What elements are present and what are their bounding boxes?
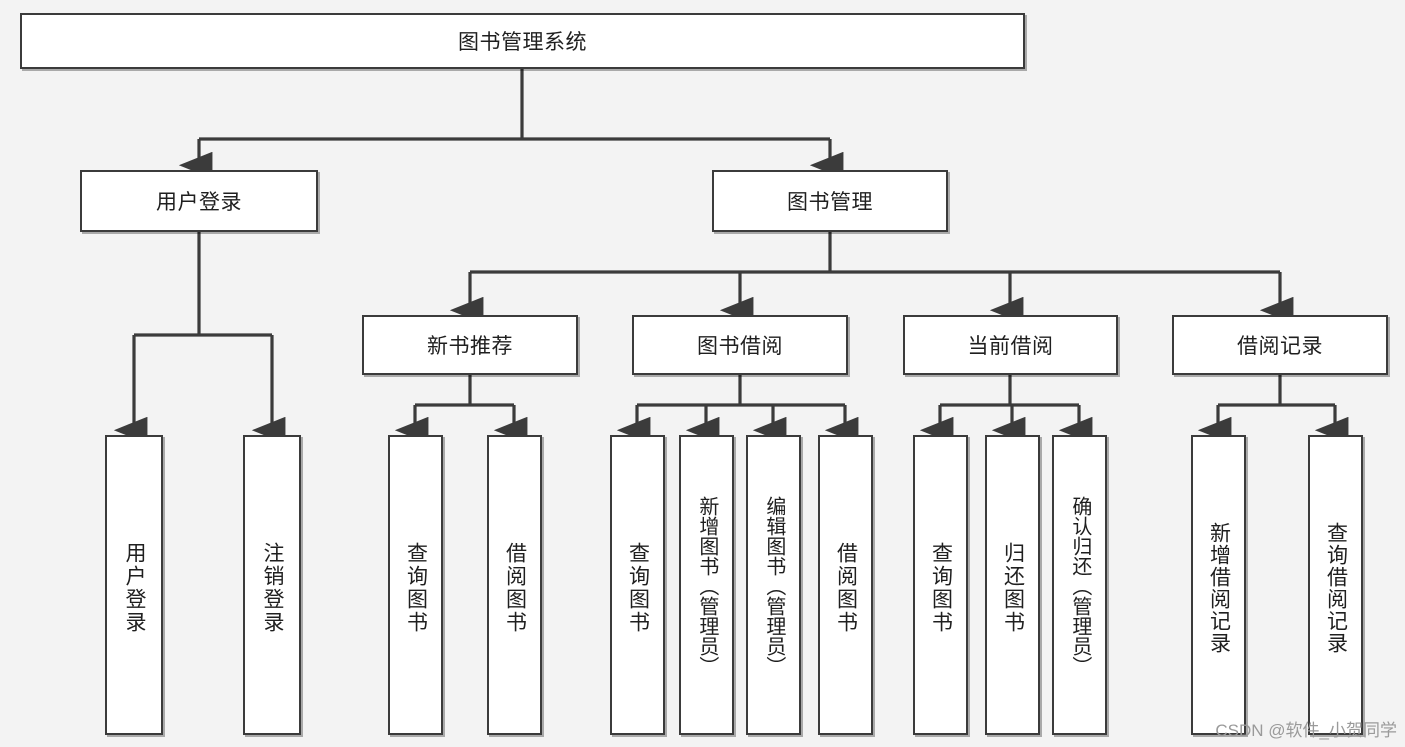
- node-user-login[interactable]: 用户登录: [80, 170, 318, 232]
- node-borrow-record[interactable]: 借阅记录: [1172, 315, 1388, 375]
- node-leaf-query-book-borrow-label: 查询图书: [626, 542, 650, 634]
- node-book-borrow[interactable]: 图书借阅: [632, 315, 848, 375]
- node-leaf-edit-book[interactable]: 编辑图书（管理员）: [746, 435, 801, 735]
- node-current-borrow[interactable]: 当前借阅: [903, 315, 1118, 375]
- node-leaf-return-book[interactable]: 归还图书: [985, 435, 1040, 735]
- node-leaf-query-book-rec-label: 查询图书: [404, 542, 428, 634]
- node-leaf-confirm-return-label: 确认归还（管理员）: [1068, 496, 1091, 676]
- node-leaf-add-book[interactable]: 新增图书（管理员）: [679, 435, 734, 735]
- node-leaf-borrow-book[interactable]: 借阅图书: [818, 435, 873, 735]
- node-root-label: 图书管理系统: [458, 31, 587, 54]
- node-leaf-query-book-cur[interactable]: 查询图书: [913, 435, 968, 735]
- node-leaf-query-book-borrow[interactable]: 查询图书: [610, 435, 665, 735]
- node-leaf-query-book-cur-label: 查询图书: [929, 542, 953, 634]
- node-root[interactable]: 图书管理系统: [20, 13, 1025, 69]
- node-book-manage[interactable]: 图书管理: [712, 170, 948, 232]
- node-leaf-query-book-rec[interactable]: 查询图书: [388, 435, 443, 735]
- node-leaf-add-record[interactable]: 新增借阅记录: [1191, 435, 1246, 735]
- node-user-login-label: 用户登录: [156, 191, 242, 214]
- node-leaf-user-login[interactable]: 用户登录: [105, 435, 163, 735]
- node-leaf-add-book-label: 新增图书（管理员）: [695, 496, 718, 676]
- node-new-book-rec-label: 新书推荐: [427, 335, 513, 358]
- node-leaf-return-book-label: 归还图书: [1001, 542, 1025, 634]
- node-book-manage-label: 图书管理: [787, 191, 873, 214]
- node-leaf-query-record[interactable]: 查询借阅记录: [1308, 435, 1363, 735]
- node-leaf-add-record-label: 新增借阅记录: [1207, 522, 1231, 654]
- node-leaf-borrow-book-rec[interactable]: 借阅图书: [487, 435, 542, 735]
- node-leaf-confirm-return[interactable]: 确认归还（管理员）: [1052, 435, 1107, 735]
- node-leaf-user-logout-label: 注销登录: [260, 542, 284, 634]
- node-leaf-user-login-label: 用户登录: [122, 542, 146, 634]
- node-new-book-rec[interactable]: 新书推荐: [362, 315, 578, 375]
- node-current-borrow-label: 当前借阅: [967, 335, 1054, 358]
- node-leaf-edit-book-label: 编辑图书（管理员）: [762, 496, 785, 676]
- node-leaf-query-record-label: 查询借阅记录: [1324, 522, 1348, 654]
- node-leaf-user-logout[interactable]: 注销登录: [243, 435, 301, 735]
- node-borrow-record-label: 借阅记录: [1237, 335, 1323, 358]
- node-leaf-borrow-book-rec-label: 借阅图书: [503, 542, 527, 634]
- node-book-borrow-label: 图书借阅: [697, 335, 783, 358]
- node-leaf-borrow-book-label: 借阅图书: [834, 542, 858, 634]
